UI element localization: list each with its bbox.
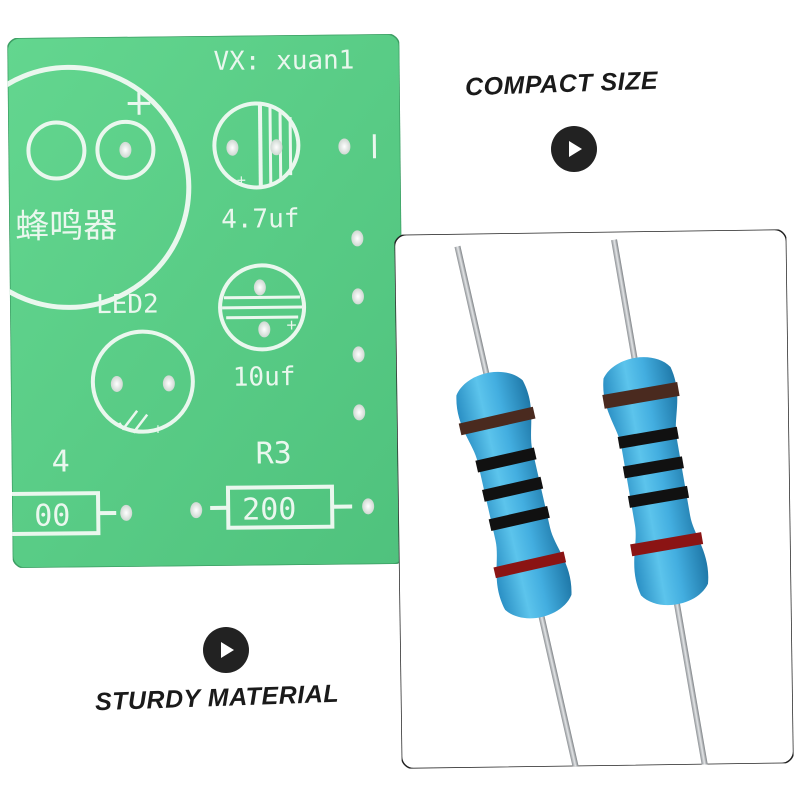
- buzzer-label: 蜂鸣器: [15, 206, 117, 247]
- compact-size-caption: COMPACT SIZE: [464, 66, 659, 102]
- r4-value: 00: [34, 498, 70, 533]
- cap-10uf-label: 10uf: [233, 362, 296, 393]
- svg-text:+: +: [237, 173, 247, 190]
- play-icon[interactable]: [203, 627, 249, 673]
- resistor-photo: [393, 228, 795, 800]
- resistor-graphic: [393, 228, 795, 800]
- svg-text:+: +: [286, 315, 297, 335]
- r3-value: 200: [242, 492, 297, 528]
- silkscreen-top-text: VX: xuan1: [213, 45, 354, 76]
- cap-4-7uf-label: 4.7uf: [221, 204, 300, 235]
- svg-text:+: +: [153, 421, 163, 438]
- play-icon[interactable]: [551, 126, 597, 172]
- sturdy-material-caption: STURDY MATERIAL: [94, 679, 340, 717]
- led2-label: LED2: [96, 289, 159, 320]
- pcb-board-image: + 蜂鸣器 VX: xuan1 + 4.7uf + 10uf LED2 +: [0, 33, 406, 569]
- pcb-board-graphic: + 蜂鸣器 VX: xuan1 + 4.7uf + 10uf LED2 +: [0, 33, 406, 569]
- plus-sign: +: [124, 83, 155, 124]
- r3-label: R3: [255, 436, 291, 471]
- r4-label: 4: [51, 444, 69, 479]
